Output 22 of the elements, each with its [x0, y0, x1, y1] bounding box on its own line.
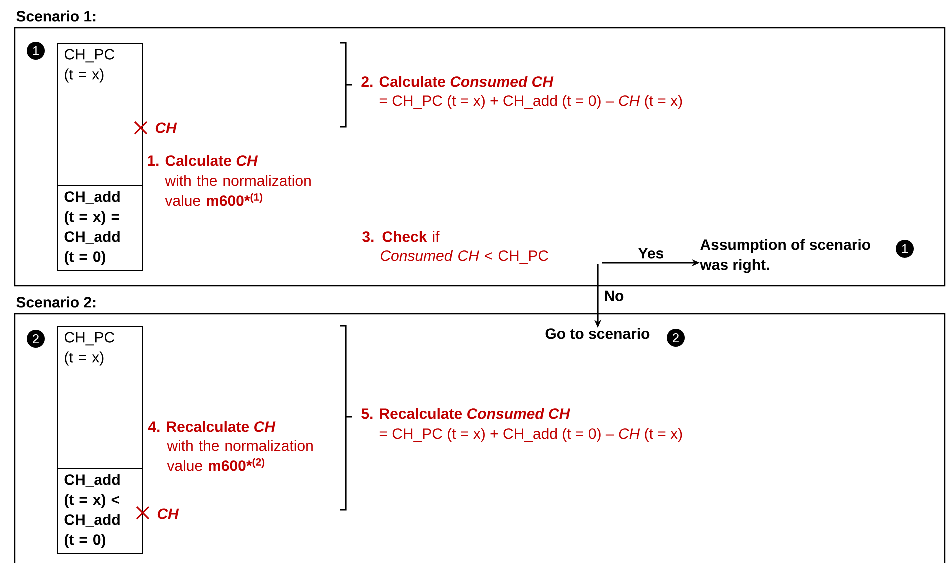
- number-badge: 1: [27, 42, 45, 60]
- step-formula: = CH_PC (t = x) + CH_add (t = 0) – CH (t = x): [380, 428, 682, 442]
- number-badge: 2: [27, 330, 45, 348]
- node-label: Scenario 1:: [16, 10, 96, 22]
- step-heading: 1. Calculate CH: [148, 155, 258, 166]
- step-description: with the normalization value m600*(1): [165, 175, 311, 206]
- step-heading: 2. Calculate Consumed CH: [362, 76, 554, 88]
- storage-box: CH_add (t = x) < CH_add (t = 0): [57, 468, 144, 554]
- step-heading: 4. Recalculate CH: [148, 421, 276, 432]
- edge-label: Yes: [637, 247, 666, 260]
- step-description: with the normalization value m600*(2): [167, 440, 313, 472]
- result-text: Assumption of scenario was right. 1: [700, 239, 914, 274]
- step-formula: = CH_PC (t = x) + CH_add (t = 0) – CH (t = x): [380, 95, 682, 110]
- edge-label: No: [603, 290, 626, 302]
- result-text: Go to scenario 2: [546, 328, 685, 347]
- storage-box: CH_add (t = x) = CH_add (t = 0): [57, 185, 144, 272]
- step-text: 3. Check if Consumed CH < CH_PC: [362, 231, 548, 264]
- node-label: Scenario 2:: [16, 296, 96, 308]
- storage-box: CH_PC (t = x): [57, 43, 144, 186]
- step-heading: 5. Recalculate Consumed CH: [362, 408, 570, 420]
- variable-label: CH: [158, 508, 180, 520]
- storage-box: CH_PC (t = x): [57, 326, 144, 470]
